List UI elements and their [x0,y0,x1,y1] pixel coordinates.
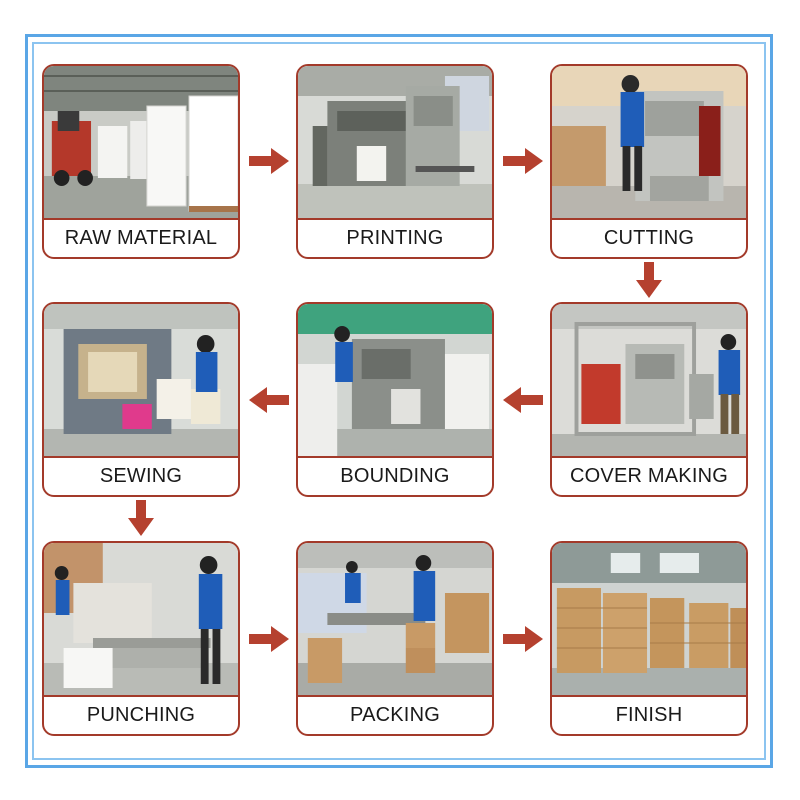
arrow-left-icon [503,385,543,415]
step-card-cutting: CUTTING [550,64,748,259]
step-label: BOUNDING [340,465,450,487]
warehouse-paper-stacks-photo [44,66,238,218]
card-divider [44,695,238,697]
arrow-down-icon [634,262,664,298]
step-label: PRINTING [346,227,444,249]
packing-station-photo [298,543,492,695]
step-label: COVER MAKING [570,465,728,487]
arrow-right-icon [503,624,543,654]
sewing-machine-photo [44,304,238,456]
step-card-cover-making: COVER MAKING [550,302,748,497]
arrow-right-icon [249,624,289,654]
step-label: SEWING [99,465,183,487]
arrow-right-icon [249,146,289,176]
card-divider [552,218,746,220]
binding-machine-photo [298,304,492,456]
card-divider [298,218,492,220]
step-card-punching: PUNCHING [42,541,240,736]
step-label: FINISH [615,704,683,726]
paper-cutting-machine-photo [552,66,746,218]
card-divider [44,456,238,458]
printing-press-photo [298,66,492,218]
card-divider [298,456,492,458]
step-label: PACKING [350,704,440,726]
step-card-raw-material: RAW MATERIAL [42,64,240,259]
step-card-sewing: SEWING [42,302,240,497]
step-label: PUNCHING [86,704,196,726]
card-divider [552,695,746,697]
arrow-down-icon [126,500,156,536]
step-card-packing: PACKING [296,541,494,736]
step-card-printing: PRINTING [296,64,494,259]
outer-frame [25,34,773,768]
arrow-right-icon [503,146,543,176]
inner-frame [32,42,766,760]
card-divider [298,695,492,697]
step-card-finish: FINISH [550,541,748,736]
step-label: RAW MATERIAL [64,227,218,249]
carton-stacks-photo [552,543,746,695]
punching-machine-photo [44,543,238,695]
step-label: CUTTING [603,227,695,249]
arrow-left-icon [249,385,289,415]
step-card-bounding: BOUNDING [296,302,494,497]
cover-making-machine-photo [552,304,746,456]
card-divider [44,218,238,220]
card-divider [552,456,746,458]
